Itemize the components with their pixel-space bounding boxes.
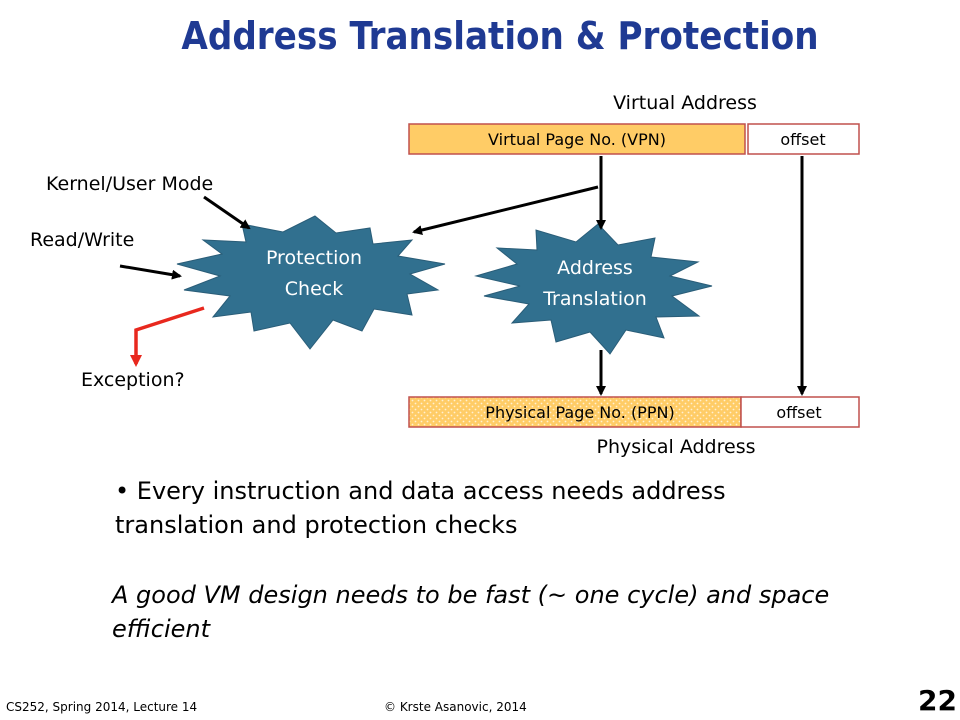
protection-check-line2: Check [285,278,343,300]
bullet-point: • Every instruction and data access need… [115,474,835,542]
slide-number: 22 [918,684,957,717]
address-translation-starburst [474,223,713,355]
kernel-user-mode-label: Kernel/User Mode [46,173,213,195]
bullet-marker: • [115,477,137,505]
read-write-label: Read/Write [30,229,134,251]
arrow-vpn-to-protection [412,185,599,235]
address-translation-line1: Address [557,257,633,279]
address-translation-line2: Translation [542,288,647,310]
physical-address-label: Physical Address [597,436,756,458]
footer-copyright: © Krste Asanovic, 2014 [384,700,527,714]
vpn-box [408,123,746,155]
arrow-mode-to-protection [203,195,251,230]
virtual-offset-box [747,123,860,155]
design-note: A good VM design needs to be fast (~ one… [112,581,830,643]
arrow-exception [130,306,205,367]
virtual-offset-label: offset [780,130,825,149]
arrows [119,156,807,396]
vpn-label: Virtual Page No. (VPN) [488,130,666,149]
protection-check-line1: Protection [266,247,362,269]
bullet-text: Every instruction and data access needs … [115,477,726,539]
slide-title: Address Translation & Protection [181,14,819,58]
physical-offset-box [740,396,860,428]
physical-offset-label: offset [776,403,821,422]
protection-check-starburst [176,215,446,350]
virtual-address-label: Virtual Address [613,92,757,114]
exception-label: Exception? [81,369,185,391]
footer-course: CS252, Spring 2014, Lecture 14 [6,700,198,714]
address-translation-diagram: Virtual Address Virtual Page No. (VPN) o… [30,92,860,458]
ppn-label: Physical Page No. (PPN) [485,403,674,422]
arrow-rw-to-protection [119,264,182,280]
